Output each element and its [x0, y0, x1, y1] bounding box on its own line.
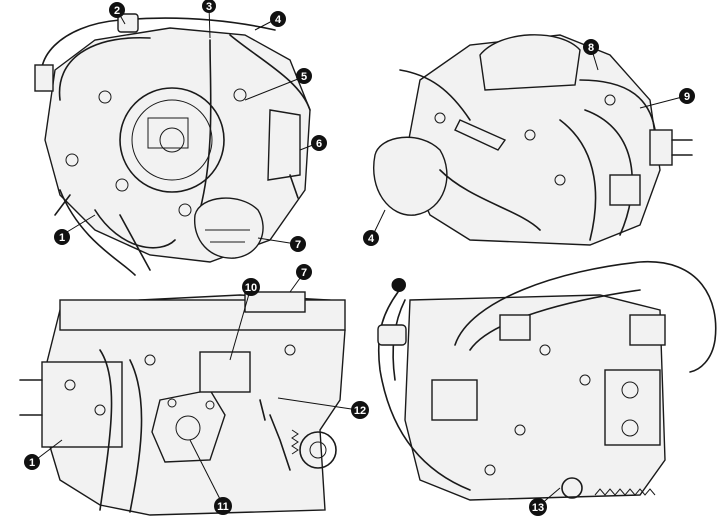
callout-7-bottom-left: 7	[296, 264, 312, 280]
svg-text:1: 1	[29, 457, 35, 469]
callout-unlabeled	[392, 278, 406, 292]
svg-text:2: 2	[114, 5, 120, 17]
callout-4-top-right: 4	[363, 230, 379, 246]
callout-7-top-left: 7	[290, 236, 306, 252]
svg-text:1: 1	[59, 232, 65, 244]
svg-text:3: 3	[206, 1, 212, 13]
callout-10: 10	[242, 278, 260, 296]
callout-12: 12	[351, 401, 369, 419]
svg-text:6: 6	[316, 138, 322, 150]
svg-text:10: 10	[245, 282, 257, 294]
callout-3: 3	[202, 0, 216, 13]
svg-text:4: 4	[275, 14, 282, 26]
svg-text:7: 7	[301, 267, 307, 279]
callout-11: 11	[214, 497, 232, 515]
callout-13: 13	[529, 498, 547, 516]
callout-6: 6	[311, 135, 327, 151]
panel-top-right-view: 8 9 4	[363, 34, 695, 246]
callout-5: 5	[296, 68, 312, 84]
callout-9: 9	[679, 88, 695, 104]
callout-4-top-left: 4	[270, 11, 286, 27]
panel-bottom-left-view: 7 10 12 1 11	[19, 264, 369, 516]
callout-2: 2	[109, 2, 125, 18]
svg-text:8: 8	[588, 42, 594, 54]
svg-text:11: 11	[217, 501, 229, 513]
panel-top-left-view: 1 2 3 4 5 6 7	[34, 0, 327, 276]
svg-text:7: 7	[295, 239, 301, 251]
callout-1-bottom-left: 1	[24, 454, 40, 470]
svg-text:13: 13	[532, 502, 544, 514]
svg-text:12: 12	[354, 405, 366, 417]
svg-text:4: 4	[368, 233, 375, 245]
svg-text:5: 5	[301, 71, 307, 83]
callout-8: 8	[583, 39, 599, 55]
svg-text:9: 9	[684, 91, 690, 103]
callout-1-top-left: 1	[54, 229, 70, 245]
panel-bottom-right-view: 13	[377, 261, 717, 516]
